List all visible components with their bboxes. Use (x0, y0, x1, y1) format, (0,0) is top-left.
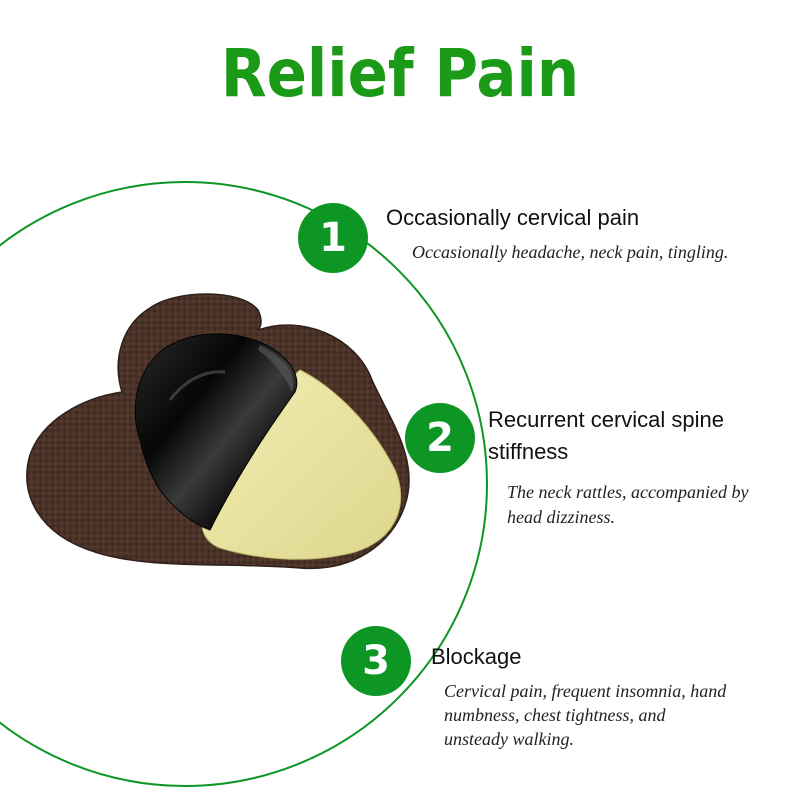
step-3-title: Blockage (431, 644, 522, 669)
step-1-badge: 1 (298, 203, 368, 273)
step-1-title: Occasionally cervical pain (386, 205, 640, 230)
step-1-description: Occasionally headache, neck pain, tingli… (412, 242, 729, 262)
step-2-description-line1: The neck rattles, accompanied by (507, 482, 749, 502)
step-3-badge: 3 (341, 626, 411, 696)
page-title: Relief Pain (220, 35, 580, 112)
step-3-description-line3: unsteady walking. (444, 729, 574, 749)
step-2-title-line1: Recurrent cervical spine (488, 407, 724, 432)
step-2-title-line2: stiffness (488, 439, 569, 464)
step-3-description-line2: numbness, chest tightness, and (444, 705, 666, 725)
step-2-description-line2: head dizziness. (507, 507, 615, 527)
step-2-badge: 2 (405, 403, 475, 473)
step-3-description-line1: Cervical pain, frequent insomnia, hand (444, 681, 727, 701)
